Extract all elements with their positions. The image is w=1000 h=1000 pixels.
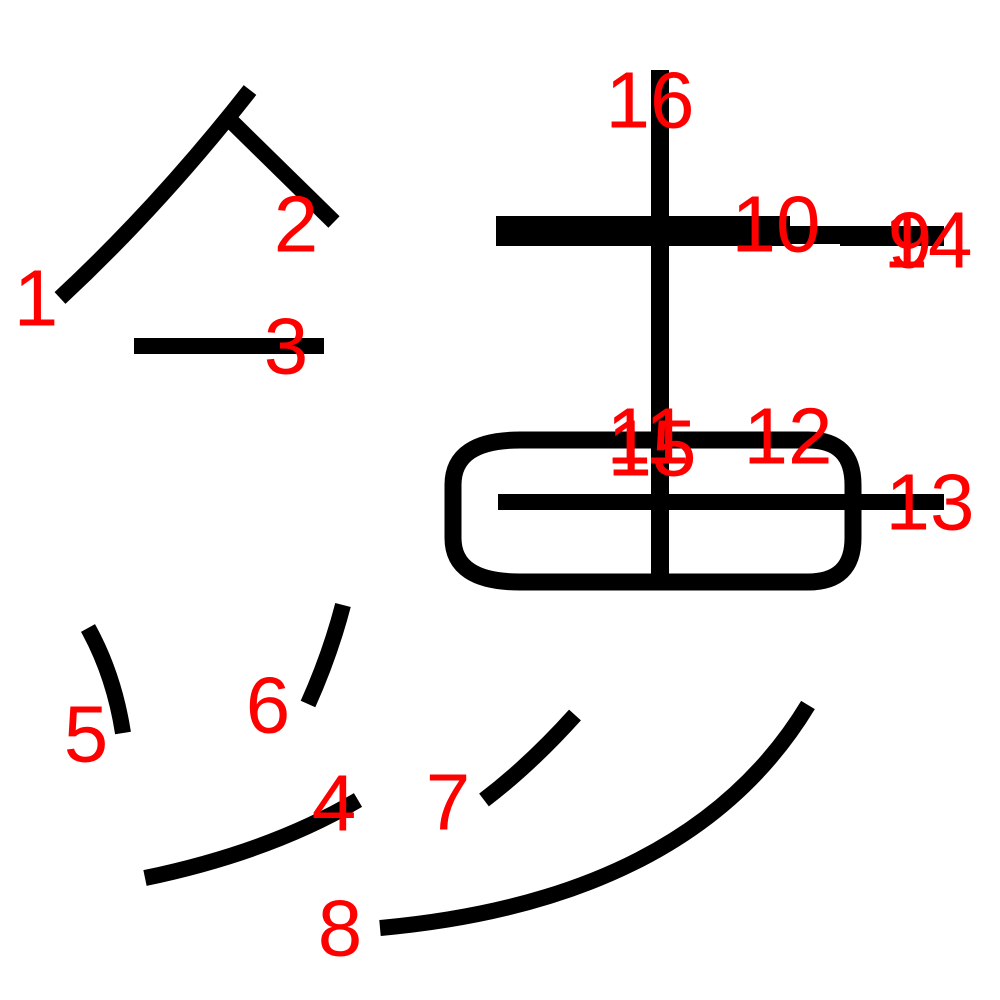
stroke-number-8: 8 — [318, 884, 363, 973]
stroke-11 — [444, 431, 862, 591]
stroke-number-10: 10 — [732, 180, 821, 269]
stroke-number-11: 11 — [606, 392, 689, 481]
stroke-number-14: 14 — [884, 196, 973, 285]
stroke-number-6: 6 — [246, 661, 291, 750]
stroke-number-5: 5 — [64, 690, 109, 779]
stroke-7 — [479, 709, 581, 807]
stroke-1 — [54, 85, 257, 304]
stroke-4 — [143, 793, 363, 886]
stroke-number-13: 13 — [886, 458, 975, 547]
strokes-layer — [54, 70, 944, 936]
stroke-8 — [379, 700, 815, 936]
stroke-number-12: 12 — [744, 392, 833, 481]
stroke-2 — [224, 114, 340, 228]
stroke-6 — [300, 602, 351, 708]
stroke-5 — [80, 624, 131, 735]
stroke-number-9: 9 — [888, 196, 933, 285]
stroke-number-1: 1 — [14, 254, 59, 343]
stroke-number-16: 16 — [606, 56, 695, 145]
stroke-number-4: 4 — [312, 759, 357, 848]
stroke-number-7: 7 — [426, 758, 471, 847]
stroke-number-15: 15 — [608, 404, 697, 493]
stroke-number-2: 2 — [274, 180, 319, 269]
stroke-number-3: 3 — [264, 302, 309, 391]
